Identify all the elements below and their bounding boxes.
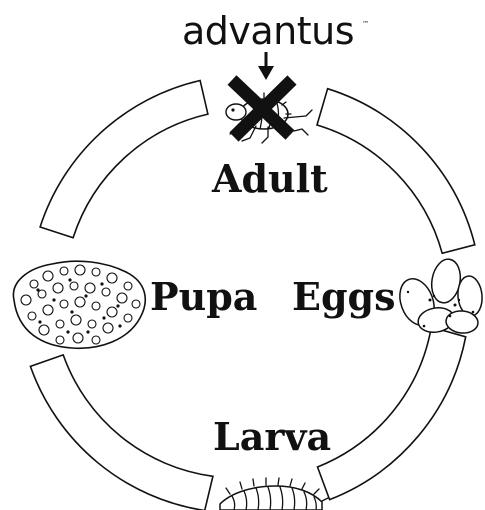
larva-icon — [220, 478, 328, 510]
brand-name: advantus — [182, 9, 354, 53]
down-arrow-icon — [258, 52, 274, 80]
cocoon-icon — [13, 261, 145, 348]
stage-label-pupa: Pupa — [150, 274, 257, 319]
stage-label-eggs: Eggs — [292, 274, 396, 319]
brand-trademark: ™ — [362, 20, 369, 28]
arc-adult-to-eggs — [317, 89, 475, 254]
arc-adult-to-pupa — [40, 81, 208, 238]
egg-cluster-icon — [394, 257, 484, 335]
brand-logo: advantus ™ — [182, 9, 369, 53]
stage-label-adult: Adult — [211, 156, 328, 201]
arc-eggs-to-larva — [318, 327, 466, 500]
stage-label-larva: Larva — [213, 414, 331, 459]
arc-larva-to-pupa — [30, 355, 213, 510]
